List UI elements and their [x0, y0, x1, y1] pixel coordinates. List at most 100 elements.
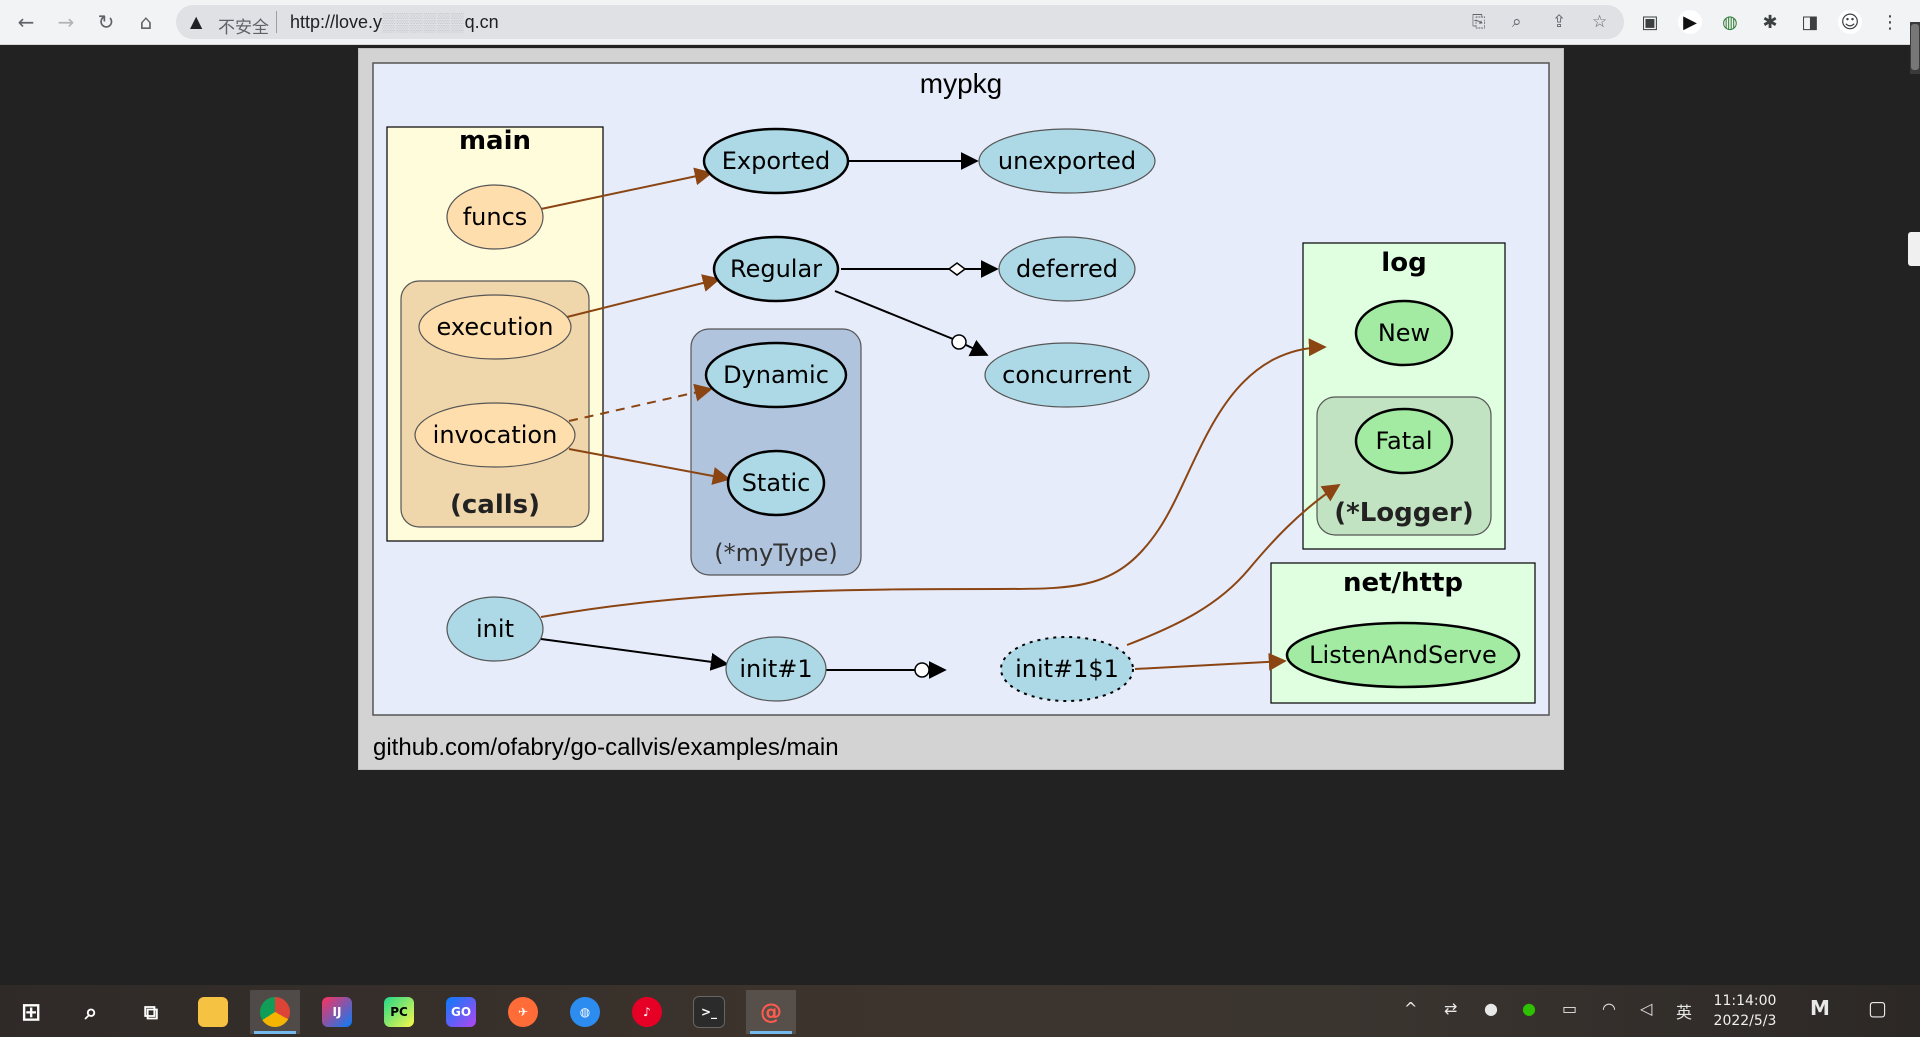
address-separator	[276, 11, 277, 33]
translate-icon[interactable]: ⎘	[1472, 12, 1486, 32]
svg-text:execution: execution	[437, 313, 554, 341]
edge-concurrent-head	[965, 339, 989, 357]
taskbar-pycharm[interactable]: PC	[374, 990, 424, 1034]
node-fatal: Fatal	[1354, 407, 1454, 475]
taskbar-netease-music[interactable]: ♪	[622, 990, 672, 1034]
extensions-puzzle-icon[interactable]: ✱	[1762, 11, 1778, 33]
home-icon[interactable]: ⌂	[139, 10, 153, 34]
snail-icon: @	[760, 999, 782, 1025]
terminal-icon: >_	[693, 996, 725, 1028]
menu-kebab-icon[interactable]: ⋮	[1881, 11, 1899, 33]
cluster-calls-label: (calls)	[450, 490, 540, 520]
back-icon[interactable]: ←	[17, 10, 35, 34]
tray-ime-indicator[interactable]: 英	[1676, 1003, 1693, 1022]
tray-qq-icon[interactable]: ●	[1484, 999, 1498, 1018]
notification-center-icon[interactable]: ▢	[1868, 996, 1887, 1020]
cluster-log-label: log	[1381, 248, 1426, 278]
node-static: Static	[726, 449, 826, 517]
svg-text:funcs: funcs	[463, 203, 528, 231]
edge-init11-listenandserve	[1134, 652, 1287, 671]
edge-init11-fatal	[1126, 484, 1341, 646]
cluster-mytype-label: (*myType)	[714, 539, 837, 567]
address-bar[interactable]: ▲ 不安全 http://love.y▒▒▒▒▒▒q.cn ⎘ ⌕ ⇪ ☆	[176, 5, 1624, 39]
edge-funcs-exported	[540, 167, 713, 210]
tray-wifi-icon[interactable]: ◠	[1602, 999, 1616, 1018]
search-button[interactable]: ⌕	[66, 990, 116, 1034]
taskbar-clock[interactable]: 11:14:00 2022/5/3	[1700, 991, 1790, 1031]
clock-time: 11:14:00	[1713, 993, 1777, 1009]
reload-icon[interactable]: ↻	[97, 10, 115, 34]
cluster-nethttp-label: net/http	[1343, 568, 1463, 598]
taskbar-intellij[interactable]: IJ	[312, 990, 362, 1034]
graph-caption: github.com/ofabry/go-callvis/examples/ma…	[373, 734, 839, 761]
node-dynamic: Dynamic	[704, 341, 848, 409]
svg-text:init#1$1: init#1$1	[1015, 655, 1119, 683]
tray-wechat-icon[interactable]: ●	[1522, 999, 1536, 1018]
svg-text:Fatal: Fatal	[1375, 427, 1432, 455]
browser-toolbar: ← → ↻ ⌂ ▲ 不安全 http://love.y▒▒▒▒▒▒q.cn ⎘ …	[0, 0, 1920, 45]
taskbar-goland[interactable]: GO	[436, 990, 486, 1034]
globe-browser-icon: ◍	[570, 997, 600, 1027]
chrome-icon	[260, 997, 290, 1027]
search-icon: ⌕	[84, 999, 98, 1025]
edge-concurrent-circle	[951, 334, 967, 350]
svg-text:ListenAndServe: ListenAndServe	[1309, 641, 1497, 669]
tray-battery-icon[interactable]: ▭	[1562, 999, 1578, 1018]
svg-text:Dynamic: Dynamic	[723, 361, 829, 389]
svg-text:Exported: Exported	[722, 147, 831, 175]
start-button[interactable]: ⊞	[6, 990, 56, 1034]
security-label[interactable]: 不安全	[218, 18, 269, 38]
scrollbar-thumb[interactable]	[1911, 24, 1919, 70]
tray-switch-icon[interactable]: ⇄	[1444, 999, 1458, 1018]
folder-icon	[198, 997, 228, 1027]
node-exported: Exported	[702, 127, 850, 195]
taskbar-chrome[interactable]	[250, 990, 300, 1034]
node-concurrent: concurrent	[984, 342, 1150, 408]
share-icon[interactable]: ⇪	[1552, 12, 1567, 32]
tray-volume-icon[interactable]: ◁	[1640, 999, 1653, 1018]
svg-text:invocation: invocation	[433, 421, 558, 449]
node-regular: Regular	[712, 235, 840, 303]
cluster-main-label: main	[459, 126, 531, 156]
edge-init-init1	[540, 638, 729, 671]
tray-overflow-icon[interactable]: ^	[1404, 999, 1418, 1018]
extension-play-icon[interactable]: ▶	[1678, 10, 1702, 34]
taskbar-postman[interactable]: ✈	[498, 990, 548, 1034]
svg-text:init: init	[476, 615, 514, 643]
postman-icon: ✈	[508, 997, 538, 1027]
zoom-icon[interactable]: ⌕	[1512, 12, 1522, 32]
taskbar-snail-app[interactable]: @	[746, 990, 796, 1034]
svg-text:Static: Static	[742, 469, 811, 497]
taskbar: ⊞ ⌕ ⧉ IJ PC GO ✈ ◍ ♪ >_ @ ^ ⇄ ● ● ▭ ◠ ◁ …	[0, 985, 1920, 1037]
profile-avatar-icon[interactable]: ☺	[1838, 10, 1862, 34]
node-new: New	[1354, 299, 1454, 367]
edge-invocation-static	[568, 448, 731, 485]
edge-regular-concurrent	[834, 290, 954, 340]
taskbar-browser2[interactable]: ◍	[560, 990, 610, 1034]
taskbar-terminal[interactable]: >_	[684, 990, 734, 1034]
url-redacted: ▒▒▒▒▒▒	[382, 12, 465, 32]
windows-icon: ⊞	[20, 998, 42, 1026]
node-unexported: unexported	[978, 128, 1156, 194]
svg-text:concurrent: concurrent	[1002, 361, 1132, 389]
pycharm-icon: PC	[384, 997, 414, 1027]
intellij-icon: IJ	[322, 997, 352, 1027]
cluster-mypkg-label: mypkg	[920, 68, 1002, 99]
task-view-icon: ⧉	[143, 1000, 159, 1024]
task-view-button[interactable]: ⧉	[126, 990, 176, 1034]
page-viewport: mypkg main (calls) (*myType) log (*Logge…	[0, 45, 1920, 985]
node-listenandserve: ListenAndServe	[1285, 621, 1521, 689]
side-extension-tab[interactable]	[1908, 232, 1920, 266]
extension-reader-icon[interactable]: ▣	[1641, 11, 1659, 33]
forward-icon[interactable]: →	[57, 10, 75, 34]
warning-icon[interactable]: ▲	[190, 12, 203, 31]
side-panel-icon[interactable]: ◨	[1801, 11, 1819, 33]
svg-text:deferred: deferred	[1016, 255, 1118, 283]
node-init: init	[446, 596, 544, 662]
extension-globe-icon[interactable]: ◍	[1722, 11, 1738, 33]
svg-text:Regular: Regular	[730, 255, 822, 283]
url-text[interactable]: http://love.y▒▒▒▒▒▒q.cn	[290, 12, 499, 32]
bookmark-star-icon[interactable]: ☆	[1592, 12, 1608, 32]
tray-m-app-icon[interactable]: M	[1810, 996, 1830, 1020]
taskbar-file-explorer[interactable]	[188, 990, 238, 1034]
